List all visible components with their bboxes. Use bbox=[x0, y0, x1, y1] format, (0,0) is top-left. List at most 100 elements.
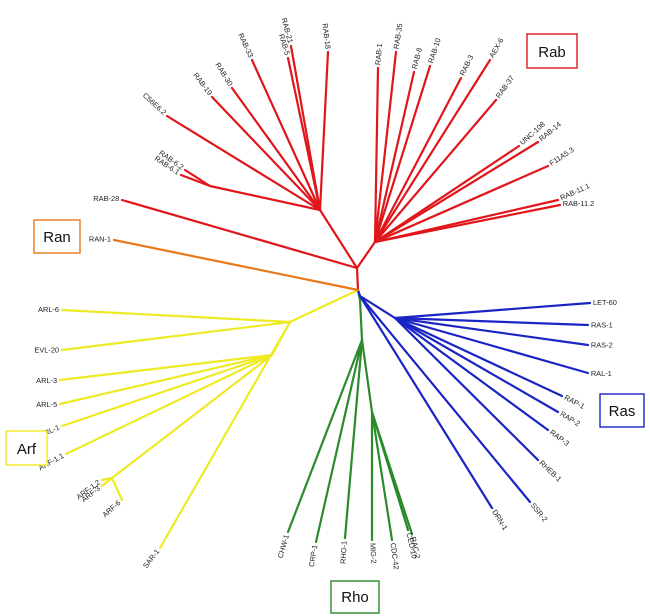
leaf-label-rab-35: RAB-35 bbox=[392, 23, 405, 50]
branch-arl-5 bbox=[58, 353, 274, 406]
branch-rab-28 bbox=[120, 198, 359, 270]
leaf-label-ras-1: RAS-1 bbox=[591, 320, 613, 329]
leaf-label-c56e6-2: C56E6.2 bbox=[141, 91, 168, 117]
leaf-label-aex-6: AEX-6 bbox=[487, 36, 505, 59]
branch-rab-33 bbox=[250, 58, 322, 212]
branch-f11a5-3 bbox=[373, 164, 550, 244]
branch-c56e6-2 bbox=[165, 114, 322, 212]
leaf-label-arl-5: ARL-5 bbox=[36, 400, 57, 409]
leaf-label-ssr-2: SSR-2 bbox=[529, 501, 550, 524]
branch-rab-30 bbox=[230, 86, 322, 212]
leaf-label-rap-2: RAP-2 bbox=[559, 409, 582, 428]
branch-rab-11-2 bbox=[373, 203, 562, 244]
leaf-label-let-60: LET-60 bbox=[593, 298, 617, 307]
leaf-label-rab-8: RAB-8 bbox=[410, 47, 424, 70]
leaf-label-rab-33: RAB-33 bbox=[236, 32, 255, 59]
leaf-label-chw-1: CHW-1 bbox=[276, 534, 291, 560]
branch-rheb-1 bbox=[393, 316, 540, 462]
group-box-ras: Ras bbox=[599, 393, 645, 428]
branch-ran-1 bbox=[112, 238, 360, 292]
leaf-label-rap-1: RAP-1 bbox=[563, 393, 586, 411]
branch-crp-1 bbox=[314, 338, 364, 544]
leaf-label-rab-37: RAB-37 bbox=[494, 74, 516, 100]
branch-rhoB-rhoC bbox=[360, 338, 374, 414]
branch-rabL-rab6 bbox=[208, 184, 322, 212]
leaf-label-crp-1: CRP-1 bbox=[307, 544, 320, 567]
branch-rho-rhoB bbox=[358, 298, 364, 342]
leaf-label-ran-1: RAN-1 bbox=[89, 234, 111, 243]
group-box-arf: Arf bbox=[5, 430, 48, 466]
group-label-rab: Rab bbox=[538, 44, 566, 61]
branch-rap-1 bbox=[393, 316, 564, 398]
group-label-ras: Ras bbox=[609, 403, 636, 420]
branch-root-rabA bbox=[355, 266, 360, 292]
branch-rab-10 bbox=[373, 64, 432, 244]
leaf-label-arf-6: ARF-6 bbox=[100, 498, 122, 519]
leaf-label-evl-20: EVL-20 bbox=[34, 346, 59, 355]
leaf-label-rab-28: RAB-28 bbox=[93, 194, 119, 203]
branch-rab-6-1 bbox=[179, 173, 212, 188]
branch-rab-3 bbox=[373, 76, 463, 244]
branch-rap-3 bbox=[393, 316, 550, 432]
branch-rab-8 bbox=[373, 70, 416, 244]
branch-drn-1 bbox=[358, 294, 494, 510]
leaf-label-rab-1: RAB-1 bbox=[373, 43, 384, 65]
branch-rac-2 bbox=[370, 410, 414, 536]
branch-ras-1 bbox=[393, 316, 590, 327]
branch-arf1-arfX bbox=[110, 353, 274, 480]
branch-cdc-42 bbox=[370, 410, 394, 542]
branch-rab-19 bbox=[210, 95, 322, 212]
leaf-label-rab-18: RAB-18 bbox=[320, 23, 332, 50]
branch-arl-3 bbox=[58, 353, 274, 382]
leaf-label-f11a5-3: F11A5.3 bbox=[548, 145, 576, 167]
branch-rap-2 bbox=[393, 316, 560, 414]
leaf-label-rab-3: RAB-3 bbox=[458, 53, 476, 77]
group-box-rab-frame bbox=[526, 33, 578, 69]
group-label-arf: Arf bbox=[17, 441, 37, 458]
leaf-label-arl-3: ARL-3 bbox=[36, 376, 57, 385]
branch-rab-1 bbox=[373, 66, 380, 244]
leaf-label-sar-1: SAR-1 bbox=[141, 547, 161, 570]
branch-ssr-2 bbox=[358, 294, 532, 504]
branch-ras-rasA bbox=[358, 294, 397, 320]
group-box-rho: Rho bbox=[330, 580, 380, 614]
branch-root-arf bbox=[288, 288, 360, 324]
branch-evl-20 bbox=[60, 320, 292, 352]
leaf-label-mig-2: MIG-2 bbox=[368, 543, 378, 564]
branch-rho-1 bbox=[343, 338, 364, 540]
leaf-label-rho-1: RHO-1 bbox=[339, 541, 349, 564]
group-box-rab: Rab bbox=[526, 33, 578, 69]
branch-rabA-rabB bbox=[355, 240, 377, 270]
branch-ras-2 bbox=[393, 316, 590, 347]
branch-rab-35 bbox=[373, 50, 398, 244]
branch-rabA-rabL bbox=[318, 208, 359, 270]
branch-arf-3 bbox=[100, 476, 114, 488]
leaf-label-rab-19: RAB-19 bbox=[191, 71, 214, 97]
leaf-label-rap-3: RAP-3 bbox=[548, 428, 571, 448]
branch-aex-6 bbox=[373, 58, 492, 244]
group-label-ran: Ran bbox=[43, 229, 71, 246]
leaf-label-rab-30: RAB-30 bbox=[213, 61, 234, 88]
branch-rab-18 bbox=[318, 50, 330, 212]
leaf-label-rab-10: RAB-10 bbox=[426, 37, 442, 64]
branch-let-60 bbox=[393, 301, 592, 320]
group-label-rho: Rho bbox=[341, 589, 369, 606]
tree-branches bbox=[58, 44, 592, 550]
group-box-arf-frame bbox=[5, 430, 48, 466]
group-box-ran-frame bbox=[33, 219, 81, 254]
branch-arl-6 bbox=[60, 308, 292, 324]
branch-arf-1-1 bbox=[64, 353, 274, 456]
group-box-ran: Ran bbox=[33, 219, 81, 254]
leaf-label-rheb-1: RHEB-1 bbox=[537, 458, 563, 483]
branch-rab-14 bbox=[373, 140, 540, 244]
leaf-label-rab-11-2: RAB-11.2 bbox=[563, 199, 595, 208]
branch-rab-37 bbox=[373, 98, 498, 244]
leaf-label-ral-1: RAL-1 bbox=[591, 369, 612, 378]
leaf-label-arl-6: ARL-6 bbox=[38, 305, 59, 314]
branch-arl-1 bbox=[60, 353, 274, 428]
branch-ral-1 bbox=[393, 316, 590, 375]
group-box-rho-frame bbox=[330, 580, 380, 614]
leaf-label-ras-2: RAS-2 bbox=[591, 341, 613, 350]
leaf-label-cdc-42: CDC-42 bbox=[389, 542, 401, 570]
